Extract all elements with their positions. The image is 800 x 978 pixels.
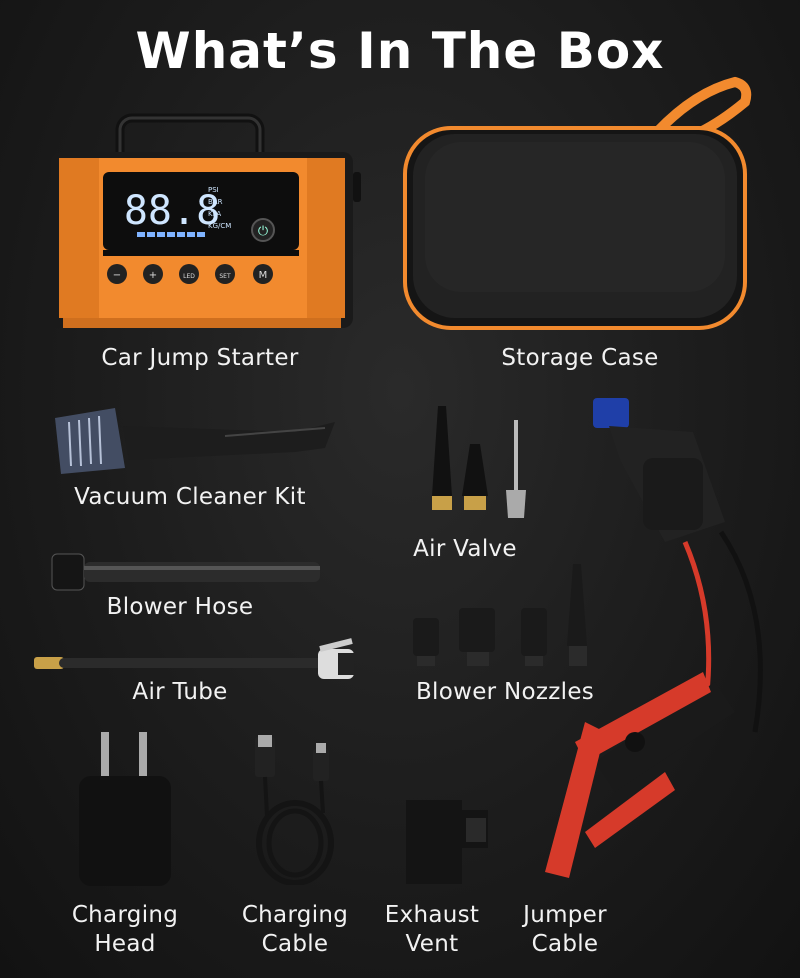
air-tube-label: Air Tube (132, 679, 228, 705)
blower-nozzles-image (413, 564, 587, 666)
led-button-label: LED (183, 273, 195, 280)
jumper-cable-image (545, 398, 763, 878)
air-valve-image (432, 406, 526, 518)
set-button-label: SET (219, 273, 231, 280)
air-valve-label: Air Valve (413, 536, 517, 562)
charging-head-image (79, 732, 171, 886)
page-title: What’s In The Box (135, 22, 665, 80)
blower-hose-image (51, 553, 320, 591)
unit-bar: BAR (208, 198, 223, 206)
exhaust-vent-image (406, 800, 488, 884)
storage-case-label: Storage Case (501, 345, 659, 371)
air-tube-image (34, 638, 354, 679)
unit-psi: PSI (208, 186, 219, 194)
unit-kpa: KPA (208, 210, 221, 218)
vacuum-cleaner-kit-label: Vacuum Cleaner Kit (74, 484, 306, 510)
minus-button-label: − (113, 270, 121, 281)
vacuum-cleaner-kit-image (55, 408, 335, 474)
blower-nozzles-label: Blower Nozzles (415, 679, 595, 705)
blower-hose-label: Blower Hose (106, 594, 254, 620)
car-jump-starter-image: ⏻ 88.8 PSI BAR KPA KG/CM − + LED SET M (51, 113, 361, 328)
svg-text:⏻: ⏻ (258, 224, 268, 239)
storage-case-image (403, 76, 752, 330)
unit-kgcm: KG/CM (208, 222, 231, 230)
m-button-label: M (259, 270, 268, 281)
display-reading: 88.8 (124, 188, 220, 234)
plus-button-label: + (149, 270, 157, 281)
charging-cable-image (255, 735, 334, 885)
car-jump-starter-label: Car Jump Starter (101, 345, 299, 371)
